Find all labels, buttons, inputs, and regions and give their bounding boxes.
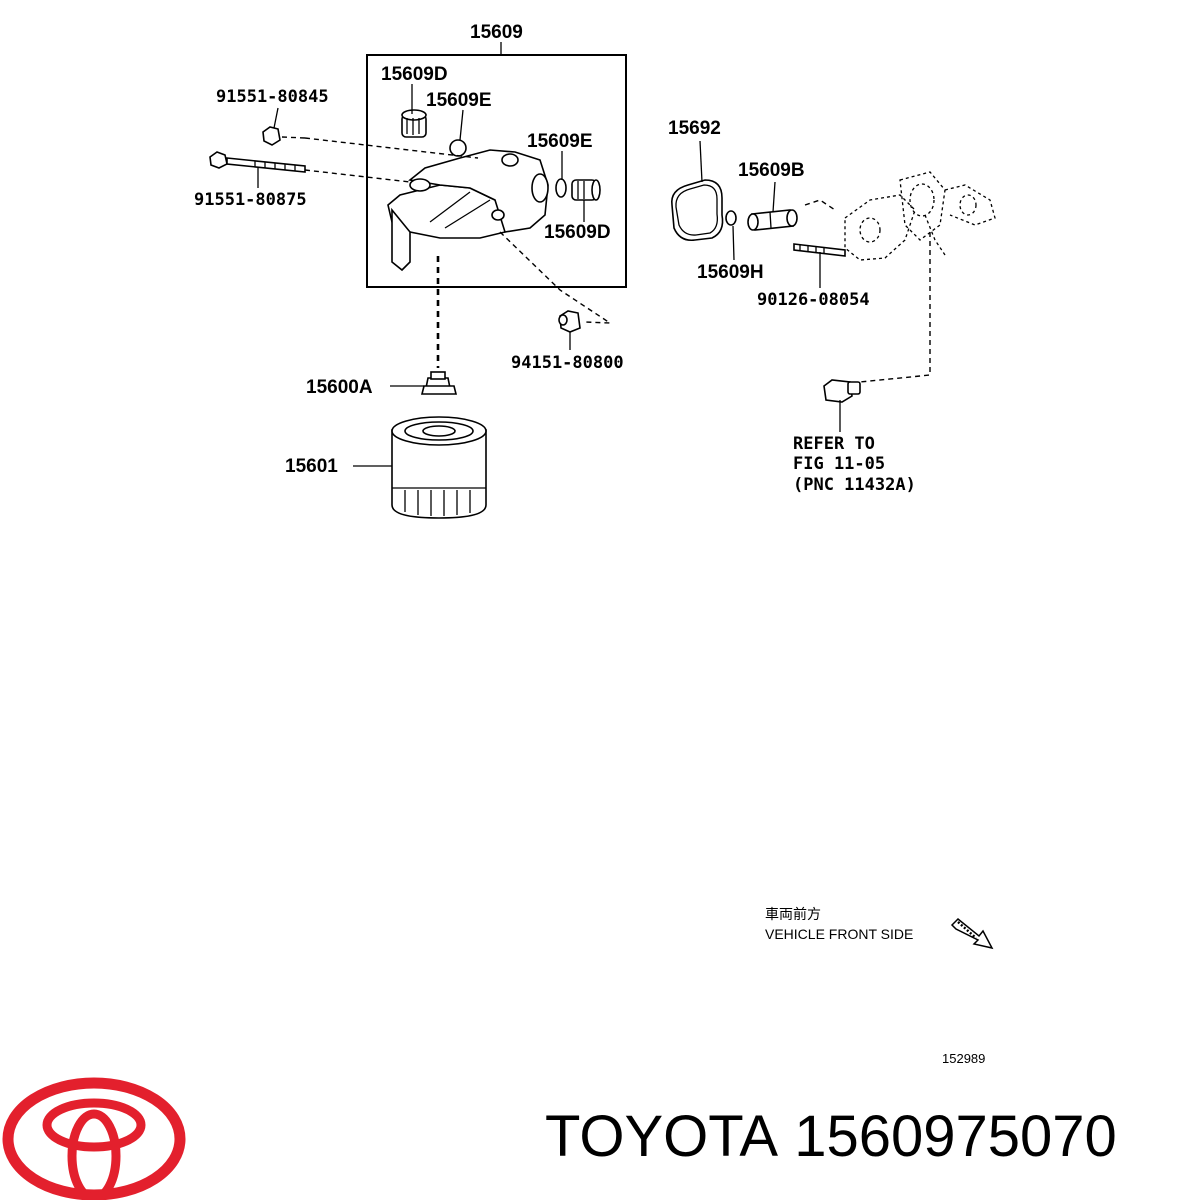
plug-15609D-top (401, 109, 427, 138)
refer-note-line3: (PNC 11432A) (793, 475, 916, 495)
plug-15609D-right (571, 179, 601, 201)
stud-90126-08054 (793, 243, 846, 257)
washer-15609H (725, 210, 737, 226)
part-number: 1560975070 (794, 1104, 1117, 1169)
bolt-91551-80845 (262, 126, 306, 146)
pipe-15609B (747, 209, 798, 231)
oil-filter-15601 (391, 416, 487, 519)
front-direction-arrow-icon (950, 917, 994, 950)
nut-94151-80800 (558, 310, 581, 333)
brand-title: TOYOTA 1560975070 (545, 1108, 1117, 1166)
gasket-15692 (671, 179, 724, 242)
label-15609B: 15609B (738, 160, 805, 181)
orientation-english: VEHICLE FRONT SIDE (765, 926, 913, 942)
plug-refer-11432A (823, 379, 861, 403)
refer-note-line1: REFER TO (793, 434, 875, 454)
label-15600A: 15600A (306, 377, 373, 398)
o-ring-15609E-right (555, 178, 567, 198)
label-15609: 15609 (470, 22, 523, 43)
assembly-box-15609 (366, 54, 627, 288)
label-91551-80845: 91551-80845 (216, 87, 329, 107)
label-15601: 15601 (285, 456, 338, 477)
leader-lines (257, 84, 841, 467)
union-bolt-15600A (420, 371, 458, 395)
label-94151-80800: 94151-80800 (511, 353, 624, 373)
label-90126-08054: 90126-08054 (757, 290, 870, 310)
refer-note-line2: FIG 11-05 (793, 454, 885, 474)
toyota-logo-icon (2, 1077, 186, 1200)
label-15692: 15692 (668, 118, 721, 139)
label-91551-80875: 91551-80875 (194, 190, 307, 210)
label-15609E-top: 15609E (426, 90, 492, 111)
diagram-id: 152989 (942, 1051, 985, 1066)
label-15609H: 15609H (697, 262, 764, 283)
o-ring-15609E-top (449, 139, 467, 157)
label-15609D-right: 15609D (544, 222, 611, 243)
brand-name: TOYOTA (545, 1104, 779, 1169)
engine-block-fragment (804, 171, 996, 383)
label-15609E-right: 15609E (527, 131, 593, 152)
label-15609D-top: 15609D (381, 64, 448, 85)
orientation-japanese: 車両前方 (765, 906, 821, 922)
bolt-91551-80875 (209, 151, 306, 173)
oil-filter-bracket (387, 149, 549, 272)
